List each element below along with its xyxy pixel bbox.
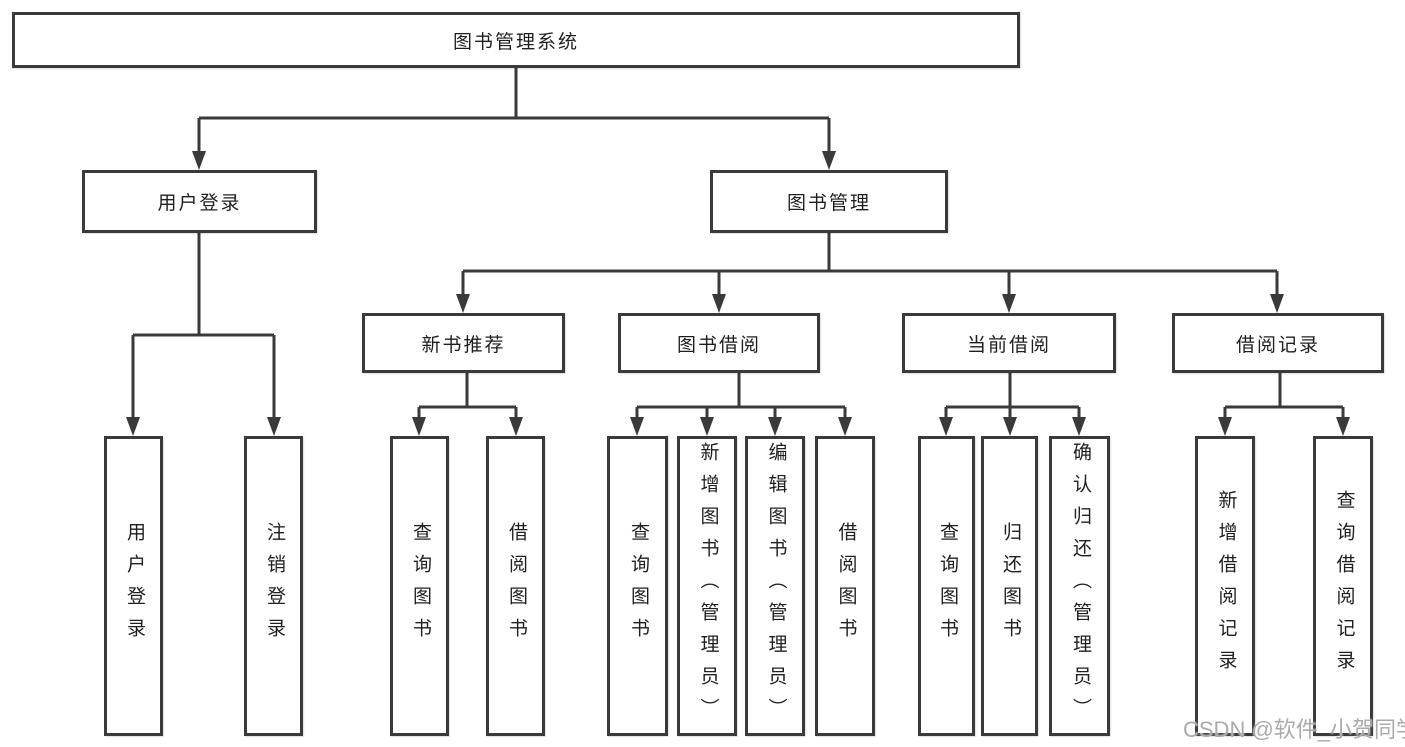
leaf-query-books-recommend: 查询图书 xyxy=(390,436,449,736)
leaf-add-books-admin: 新增图书（管理员） xyxy=(677,436,737,736)
leaf-query-books-recommend-label: 查询图书 xyxy=(409,522,431,650)
leaf-logout-label: 注销登录 xyxy=(263,522,285,650)
leaf-return-books: 归还图书 xyxy=(981,436,1038,736)
node-book-management: 图书管理 xyxy=(710,170,948,233)
leaf-edit-books-admin-label: 编辑图书（管理员） xyxy=(765,442,787,730)
leaf-query-borrow-record-label: 查询借阅记录 xyxy=(1333,490,1355,682)
leaf-borrow-books-recommend: 借阅图书 xyxy=(486,436,545,736)
node-new-book-recommend-label: 新书推荐 xyxy=(421,334,506,356)
leaf-confirm-return-admin: 确认归还（管理员） xyxy=(1049,436,1110,736)
leaf-user-login: 用户登录 xyxy=(104,436,163,736)
leaf-borrow-books: 借阅图书 xyxy=(815,436,875,736)
csdn-watermark: CSDN @软件_小贺同学 xyxy=(1183,717,1405,742)
node-current-borrowing: 当前借阅 xyxy=(902,313,1116,373)
leaf-query-books-current: 查询图书 xyxy=(918,436,975,736)
leaf-query-books-current-label: 查询图书 xyxy=(936,522,958,650)
node-book-borrowing: 图书借阅 xyxy=(618,313,820,373)
node-borrow-records-label: 借阅记录 xyxy=(1235,334,1320,356)
node-user-login: 用户登录 xyxy=(82,170,317,233)
leaf-user-login-label: 用户登录 xyxy=(123,522,145,650)
node-current-borrowing-label: 当前借阅 xyxy=(966,334,1051,356)
node-book-borrowing-label: 图书借阅 xyxy=(676,334,761,356)
leaf-query-books-borrowing: 查询图书 xyxy=(607,436,668,736)
node-new-book-recommend: 新书推荐 xyxy=(362,313,565,373)
leaf-confirm-return-admin-label: 确认归还（管理员） xyxy=(1069,442,1091,730)
node-root-label: 图书管理系统 xyxy=(452,31,579,53)
leaf-add-borrow-record: 新增借阅记录 xyxy=(1195,436,1255,736)
node-user-login-label: 用户登录 xyxy=(157,193,242,214)
node-root: 图书管理系统 xyxy=(12,12,1020,68)
leaf-query-books-borrowing-label: 查询图书 xyxy=(627,522,649,650)
node-borrow-records: 借阅记录 xyxy=(1172,313,1384,373)
leaf-edit-books-admin: 编辑图书（管理员） xyxy=(745,436,805,736)
leaf-query-borrow-record: 查询借阅记录 xyxy=(1313,436,1373,736)
leaf-add-borrow-record-label: 新增借阅记录 xyxy=(1215,490,1237,682)
leaf-borrow-books-recommend-label: 借阅图书 xyxy=(505,522,527,650)
node-book-management-label: 图书管理 xyxy=(786,193,871,214)
leaf-borrow-books-label: 借阅图书 xyxy=(835,522,857,650)
leaf-return-books-label: 归还图书 xyxy=(999,522,1021,650)
leaf-logout: 注销登录 xyxy=(244,436,303,736)
leaf-add-books-admin-label: 新增图书（管理员） xyxy=(697,442,719,730)
